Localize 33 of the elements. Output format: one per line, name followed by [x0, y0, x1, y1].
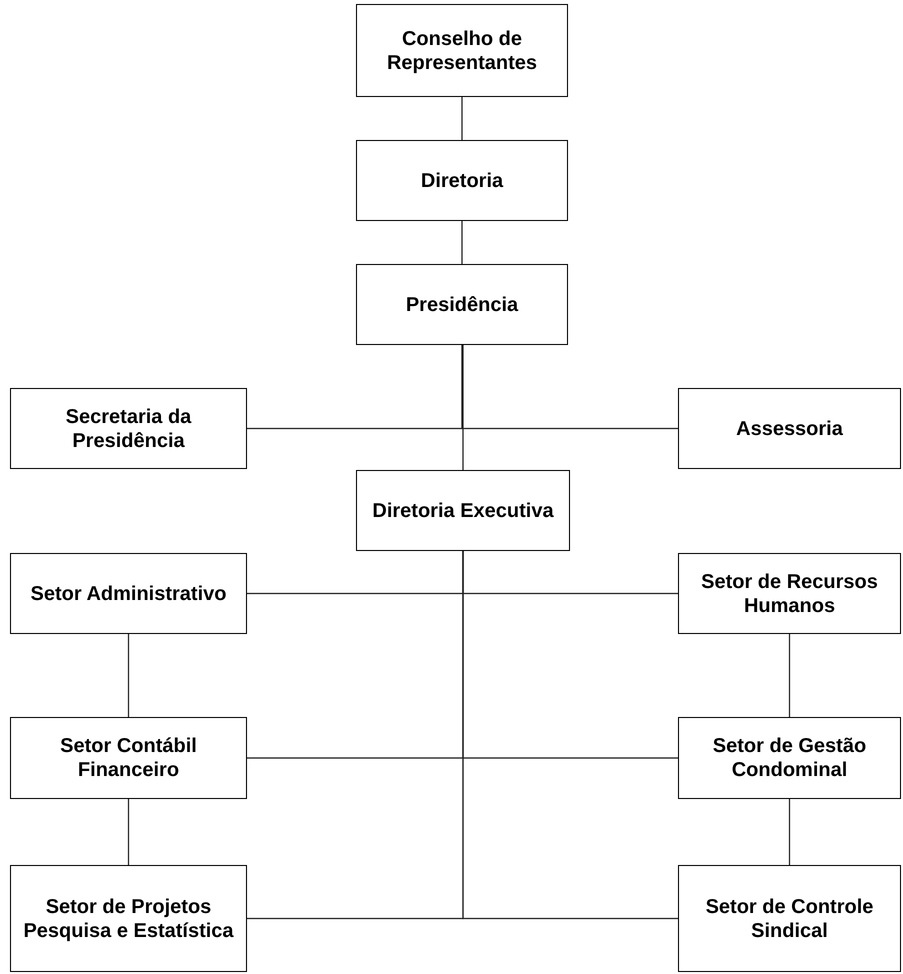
org-box	[678, 553, 901, 634]
box-label: Assessoria	[736, 416, 843, 440]
box-label: Setor de Controle Sindical	[704, 894, 874, 942]
box-label: Setor de Recursos Humanos	[700, 570, 879, 618]
box-label: Secretaria da Presidência	[64, 404, 192, 452]
box-label: Conselho de Representantes	[386, 26, 538, 74]
org-box	[356, 470, 570, 551]
org-box	[10, 717, 247, 799]
connector-line	[461, 345, 678, 430]
box-label: Setor Administrativo	[30, 582, 226, 606]
org-box	[356, 264, 568, 345]
box-label: Setor de Gestão Condominal	[712, 734, 868, 782]
box-label: Presidência	[406, 292, 518, 316]
connector-line	[128, 634, 130, 717]
box-label: Setor de Projetos Pesquisa e Estatística	[22, 894, 235, 942]
connector-line	[462, 551, 678, 920]
connector-line	[461, 221, 463, 264]
connector-line	[461, 97, 463, 140]
org-box	[10, 388, 247, 469]
box-label: Diretoria	[420, 168, 504, 192]
org-box	[678, 388, 901, 469]
connector-line	[128, 799, 130, 865]
org-box	[356, 140, 568, 221]
box-label: Setor Contábil Financeiro	[59, 734, 198, 782]
org-box	[10, 865, 247, 972]
org-box	[678, 865, 901, 972]
org-box	[356, 4, 568, 97]
connector-line	[788, 634, 790, 717]
connector-line	[788, 799, 790, 865]
org-box	[10, 553, 247, 634]
box-label: Diretoria Executiva	[372, 498, 554, 522]
connector-line	[462, 345, 464, 470]
org-box	[678, 717, 901, 799]
